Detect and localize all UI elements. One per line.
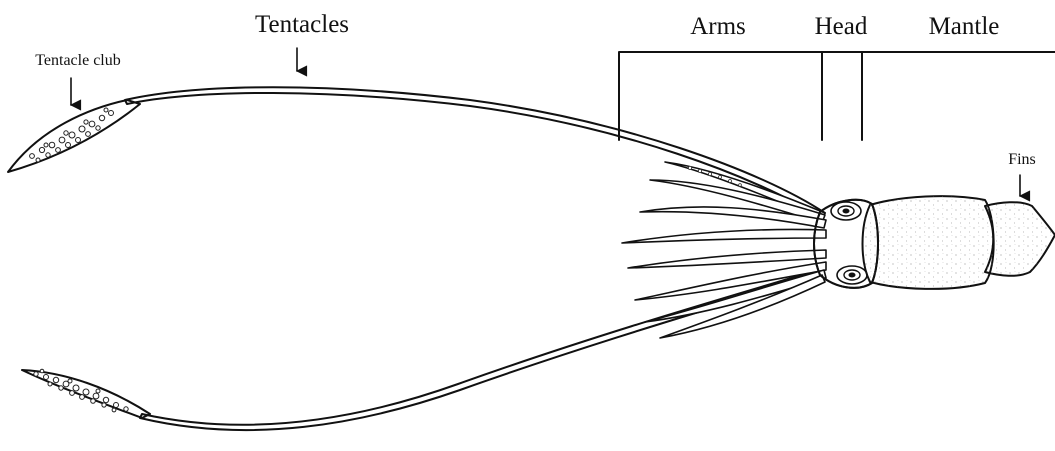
upper-tentacle-stalk xyxy=(125,87,825,217)
label-fins: Fins xyxy=(1008,151,1036,168)
lower-eye xyxy=(837,266,867,284)
label-tentacles: Tentacles xyxy=(255,11,349,38)
region-bracket xyxy=(619,52,1055,140)
arms xyxy=(622,162,826,338)
label-arms: Arms xyxy=(690,13,746,40)
upper-eye xyxy=(831,202,861,220)
label-head: Head xyxy=(815,13,868,40)
upper-tentacle-club xyxy=(8,100,140,172)
label-mantle: Mantle xyxy=(929,13,1000,40)
lower-tentacle-stalk xyxy=(140,270,820,430)
label-tentacle-club: Tentacle club xyxy=(35,52,121,69)
arm-5 xyxy=(628,250,826,268)
fins xyxy=(985,202,1055,276)
mantle xyxy=(863,196,994,289)
lower-tentacle-club xyxy=(22,369,150,418)
arm-4 xyxy=(622,230,826,243)
